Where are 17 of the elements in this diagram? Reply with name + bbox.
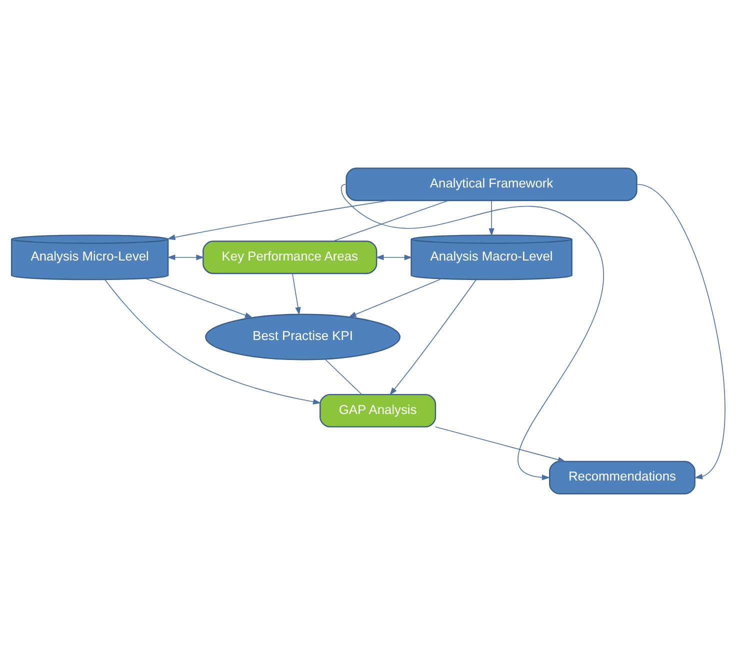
arrow bbox=[488, 200, 494, 236]
connector bbox=[324, 358, 362, 395]
arrow bbox=[146, 278, 253, 318]
arrow bbox=[435, 426, 566, 462]
arrow bbox=[637, 184, 726, 480]
arrow bbox=[167, 200, 390, 240]
arrow bbox=[376, 254, 412, 260]
node-box: Recommendations bbox=[549, 460, 696, 494]
arrow bbox=[167, 254, 204, 260]
connector bbox=[332, 200, 448, 242]
arrow bbox=[104, 279, 322, 405]
arrow bbox=[292, 273, 301, 316]
node-box: Analytical Framework bbox=[346, 168, 638, 202]
node-box: GAP Analysis bbox=[320, 394, 436, 428]
arrow bbox=[389, 279, 477, 396]
arrow bbox=[348, 278, 441, 318]
node-box: Key Performance Areas bbox=[202, 240, 378, 274]
